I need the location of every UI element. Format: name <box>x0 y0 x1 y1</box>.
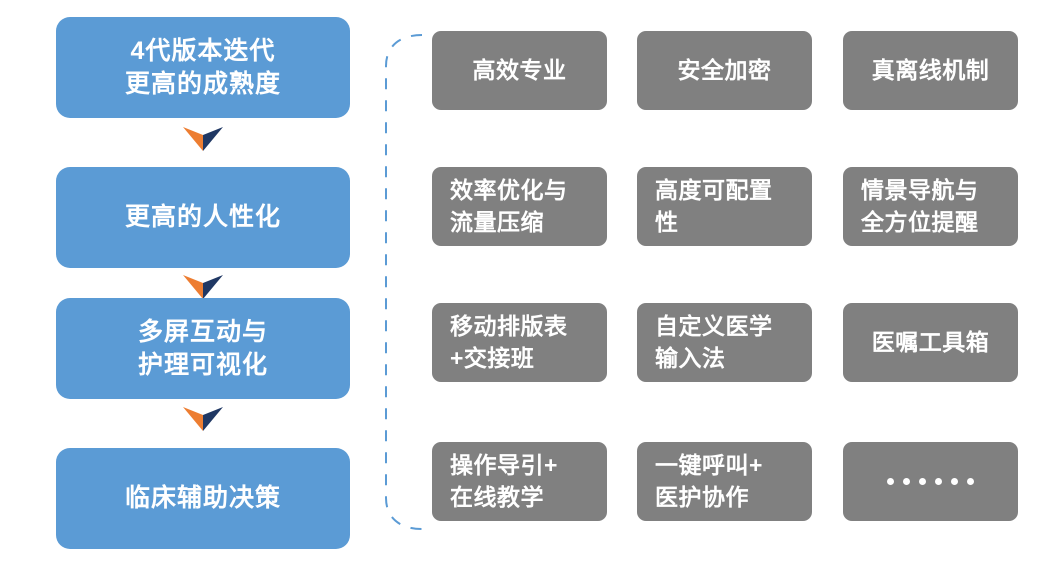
feature-chip[interactable]: 情景导航与 全方位提醒 <box>843 167 1018 246</box>
feature-chip-line: 医护协作 <box>655 483 749 510</box>
flow-node-3-text: 多屏互动与 护理可视化 <box>138 316 268 382</box>
flow-node-1-line-1: 4代版本迭代 <box>130 36 276 65</box>
feature-chip-line: 自定义医学 <box>655 312 773 339</box>
flow-node-1-text: 4代版本迭代 更高的成熟度 <box>125 35 281 101</box>
flow-node-3-line-2: 护理可视化 <box>137 350 268 379</box>
flow-node-3-line-1: 多屏互动与 <box>137 317 268 346</box>
feature-chip[interactable]: 安全加密 <box>637 31 812 110</box>
flow-node-2-line-1: 更高的人性化 <box>124 203 281 231</box>
flow-node-4[interactable]: 临床辅助决策 <box>56 448 350 549</box>
flow-node-3[interactable]: 多屏互动与 护理可视化 <box>56 298 350 399</box>
feature-chip-text: 高效专业 <box>473 55 567 87</box>
feature-chip-line: 一键呼叫+ <box>655 451 763 478</box>
dot <box>967 478 974 485</box>
feature-chip-line: 情景导航与 <box>861 176 979 203</box>
chevron-down-icon <box>181 405 225 433</box>
feature-chip-line: 流量压缩 <box>450 208 544 235</box>
feature-chip[interactable]: 自定义医学 输入法 <box>637 303 812 382</box>
feature-chip[interactable]: 真离线机制 <box>843 31 1018 110</box>
feature-chip-line: 全方位提醒 <box>861 208 979 235</box>
flow-node-4-text: 临床辅助决策 <box>125 482 281 515</box>
feature-chip-line: 操作导引+ <box>450 451 558 478</box>
feature-chip-ellipsis[interactable] <box>843 442 1018 521</box>
flow-node-2[interactable]: 更高的人性化 <box>56 167 350 268</box>
feature-chip-line: 高度可配置 <box>655 176 773 203</box>
flow-node-4-line-1: 临床辅助决策 <box>124 484 281 512</box>
dot <box>887 478 894 485</box>
feature-chip[interactable]: 效率优化与 流量压缩 <box>432 167 607 246</box>
chevron-down-icon <box>181 273 225 301</box>
feature-chip-line: 医嘱工具箱 <box>871 328 990 355</box>
feature-chip-text: 操作导引+ 在线教学 <box>450 450 558 513</box>
dot <box>951 478 958 485</box>
feature-chip-text: 真离线机制 <box>872 55 990 87</box>
feature-chip-text: 情景导航与 全方位提醒 <box>861 175 979 238</box>
feature-chip-line: 性 <box>655 208 679 235</box>
feature-chip-line: 效率优化与 <box>450 176 568 203</box>
dot <box>935 478 942 485</box>
feature-chip-text: 高度可配置 性 <box>655 175 773 238</box>
ellipsis-dots-icon <box>887 478 974 485</box>
feature-chip-line: 高效专业 <box>472 56 567 83</box>
flow-column: 4代版本迭代 更高的成熟度 更高的人性化 多屏互动与 护理可视化 <box>56 17 350 549</box>
feature-chip[interactable]: 移动排版表 +交接班 <box>432 303 607 382</box>
chevron-down-icon <box>181 125 225 153</box>
feature-chip[interactable]: 高效专业 <box>432 31 607 110</box>
feature-chip-line: 移动排版表 <box>450 312 568 339</box>
dot <box>903 478 910 485</box>
feature-chip-text: 一键呼叫+ 医护协作 <box>655 450 763 513</box>
feature-chip-text: 效率优化与 流量压缩 <box>450 175 568 238</box>
feature-chip-line: +交接班 <box>450 344 535 371</box>
feature-chip-text: 自定义医学 输入法 <box>655 311 773 374</box>
feature-chip[interactable]: 高度可配置 性 <box>637 167 812 246</box>
feature-grid: 高效专业 安全加密 真离线机制 效率优化与 流量压缩 高度可配置 性 <box>432 17 1018 548</box>
feature-chip[interactable]: 医嘱工具箱 <box>843 303 1018 382</box>
feature-chip[interactable]: 一键呼叫+ 医护协作 <box>637 442 812 521</box>
feature-chip-line: 真离线机制 <box>871 56 990 83</box>
feature-chip-text: 安全加密 <box>678 55 772 87</box>
flow-node-2-text: 更高的人性化 <box>125 201 281 234</box>
flow-node-1-line-2: 更高的成熟度 <box>124 69 281 98</box>
feature-chip[interactable]: 操作导引+ 在线教学 <box>432 442 607 521</box>
dashed-left-bracket-icon <box>378 32 424 532</box>
feature-chip-text: 移动排版表 +交接班 <box>450 311 568 374</box>
feature-chip-text: 医嘱工具箱 <box>872 327 990 359</box>
feature-chip-line: 在线教学 <box>450 483 544 510</box>
flow-node-1[interactable]: 4代版本迭代 更高的成熟度 <box>56 17 350 118</box>
feature-chip-line: 安全加密 <box>677 56 772 83</box>
dot <box>919 478 926 485</box>
feature-chip-line: 输入法 <box>655 344 726 371</box>
